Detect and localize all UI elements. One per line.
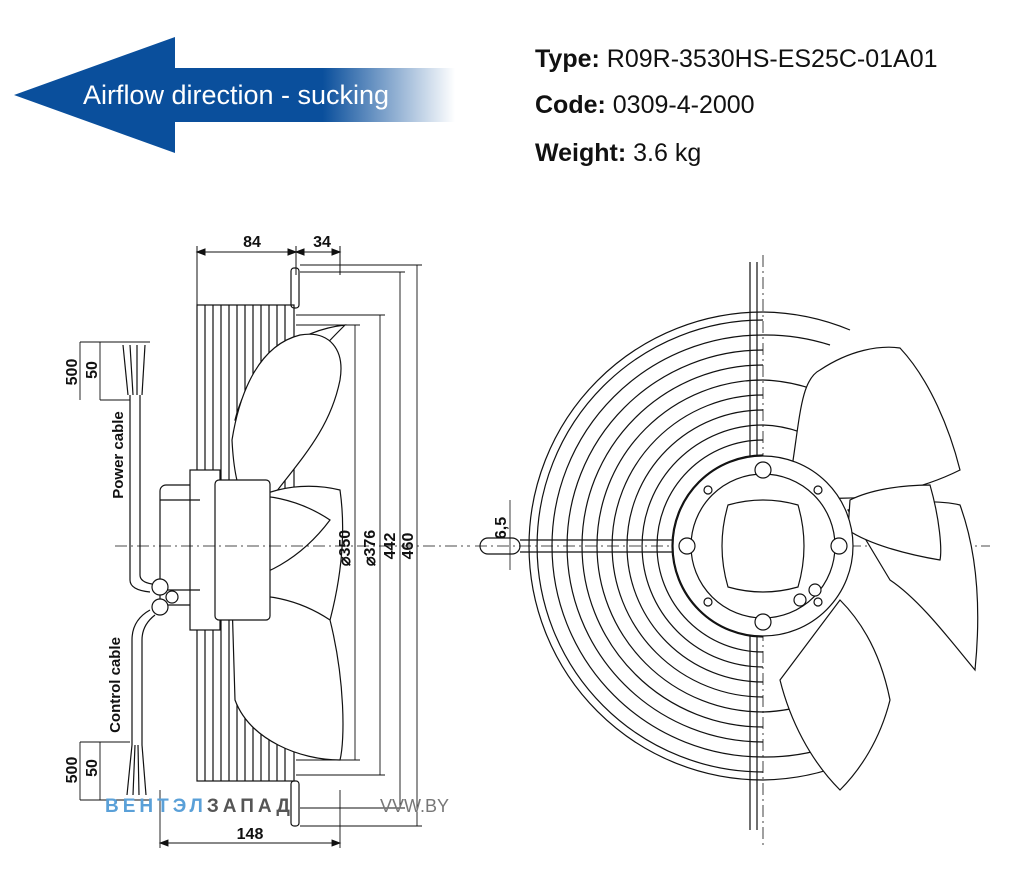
top-dimension-lines	[195, 246, 342, 310]
dim-top-84: 84	[243, 234, 261, 251]
airflow-arrow-shape	[14, 37, 455, 153]
watermark-brand-b: ЗАПАД	[207, 796, 294, 817]
spec-weight: Weight: 3.6 kg	[535, 138, 701, 168]
spec-weight-value: 3.6 kg	[633, 139, 702, 167]
cable-glands	[151, 578, 179, 616]
power-cable-label: Power cable	[110, 411, 127, 499]
vertical-dim-lines	[158, 264, 422, 848]
side-view: 84 34	[64, 234, 470, 848]
dim-cable-top-500: 500	[64, 359, 81, 386]
control-cable-label: Control cable	[107, 637, 124, 733]
dim-cable-bot-50: 50	[84, 759, 101, 777]
spec-code: Code: 0309-4-2000	[535, 90, 755, 120]
dim-slot: 6,5	[493, 517, 510, 539]
spec-type-key: Type:	[535, 45, 600, 73]
spec-code-key: Code:	[535, 91, 606, 119]
dim-d376: ⌀376	[362, 530, 379, 566]
front-blades	[779, 346, 979, 791]
motor-hub	[159, 469, 271, 631]
airflow-arrow: Airflow direction - sucking	[14, 37, 455, 153]
watermark-brand-a: ВЕНТЭЛ	[105, 796, 207, 817]
dim-d350: ⌀350	[337, 530, 354, 566]
spec-type: Type: R09R-3530HS-ES25C-01A01	[535, 44, 938, 74]
dim-top-34: 34	[313, 234, 331, 251]
dim-cable-top-50: 50	[84, 361, 101, 379]
front-hub	[672, 455, 854, 637]
dim-460: 460	[400, 533, 417, 560]
spec-weight-key: Weight:	[535, 139, 627, 167]
dim-442: 442	[382, 533, 399, 560]
power-cable	[122, 344, 153, 593]
control-cable	[126, 609, 156, 796]
cable-dim-lines	[79, 341, 150, 801]
airflow-label: Airflow direction - sucking	[83, 80, 389, 110]
front-view: 6,5	[475, 255, 990, 845]
spec-code-value: 0309-4-2000	[612, 91, 755, 119]
watermark-brand: ВЕНТЭЛЗАПАД	[105, 796, 294, 817]
watermark-site: VVW.BY	[380, 796, 449, 816]
spec-type-value: R09R-3530HS-ES25C-01A01	[606, 45, 938, 73]
dim-cable-bot-500: 500	[64, 757, 81, 784]
dim-bottom-148: 148	[237, 826, 264, 843]
